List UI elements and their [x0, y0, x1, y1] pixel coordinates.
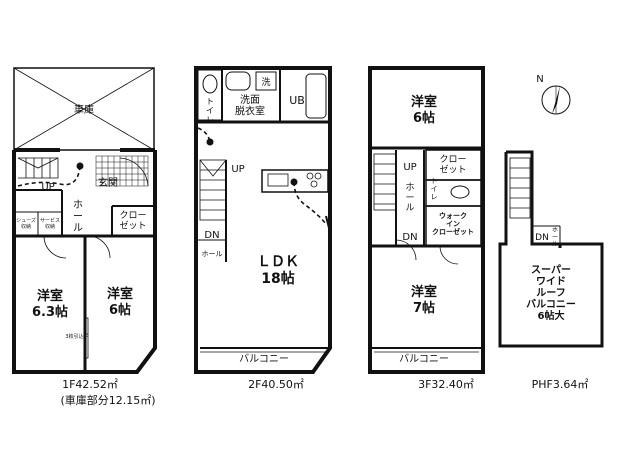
room1-1f-size: 6.3帖	[32, 304, 68, 320]
hall-label-1f-line: ー	[73, 212, 83, 223]
room2-3f-name: 洋室	[411, 284, 437, 300]
hall-label-3f-line: ー	[405, 193, 414, 203]
area-ph: PHF3.64㎡	[532, 378, 589, 391]
room1-1f-name: 洋室	[37, 288, 63, 304]
compass: N	[536, 74, 571, 115]
toilet-label-3f-line: イ	[431, 185, 438, 193]
area-1f-note: (車庫部分12.15㎡)	[60, 393, 155, 407]
floor-1f-walls	[12, 150, 157, 374]
hall-label-3f: ホール	[405, 182, 414, 214]
room2-3f-size: 7帖	[413, 300, 435, 316]
toilet-label-3f-line: ト	[431, 177, 438, 185]
walkin-label-line: ウォーク	[439, 211, 467, 220]
stairs-1f	[17, 157, 59, 179]
cabinet-label-1-line: 収納	[21, 223, 31, 230]
cabinet-label-1: シューズ収納	[16, 217, 36, 230]
closet-label-3f-line: ゼット	[439, 163, 466, 175]
room2-1f-size: 6帖	[109, 302, 131, 318]
stairs-2f	[199, 159, 227, 221]
area-1f: 1F42.52㎡	[62, 378, 118, 391]
ldk-size: 18帖	[261, 270, 294, 287]
hall-label-ph-line: ー	[552, 234, 558, 241]
closet-label-1f: クローゼット	[119, 210, 146, 231]
walkin-label-line: クローゼット	[432, 227, 474, 236]
roof-balcony-label-line: ルーフ	[536, 287, 565, 299]
hall-label-ph: ホール	[552, 227, 558, 248]
toilet-label-3f: トイレ	[431, 177, 438, 201]
floor-2f-labels: トイレ 洗 洗面脱衣室 UB UP DN ホール ＬＤＫ 18帖 バルコニー 2…	[202, 76, 305, 391]
closet-label-1f-line: ゼット	[119, 219, 146, 231]
cabinet-label-1-line: シューズ	[16, 217, 36, 224]
stairs-3f	[373, 153, 397, 211]
walkin-label-line: イン	[446, 220, 460, 228]
walkin-label: ウォークインクローゼット	[432, 211, 474, 236]
area-2f: 2F40.50㎡	[248, 378, 304, 391]
hall-label-1f: ホール	[73, 199, 83, 234]
cabinet-label-2-line: サービス	[40, 217, 60, 224]
washroom-label-line: 洗面	[240, 94, 260, 106]
roof-balcony-label-line: バルコニー	[526, 299, 576, 311]
closet-label-1f-line: クロー	[119, 210, 146, 221]
toilet-label-3f-line: レ	[431, 193, 438, 201]
hall-label-3f-line: ル	[405, 204, 414, 214]
dn-label-2f: DN	[204, 230, 219, 241]
floor-2f	[194, 66, 332, 374]
wash-mark: 洗	[261, 76, 270, 88]
floor-ph-walls	[498, 150, 604, 348]
up-label-1f: UP	[41, 182, 54, 193]
room2-1f-name: 洋室	[107, 286, 133, 302]
closet-label-3f-line: クロー	[439, 154, 466, 165]
roof-balcony-label-line: 6帖大	[538, 309, 565, 322]
entrance-tiles	[95, 155, 149, 187]
hall-label-ph-line: ル	[552, 241, 558, 248]
dn-label-ph: DN	[535, 233, 549, 243]
garage-area	[13, 67, 155, 151]
floor-1f	[12, 67, 157, 374]
door-note-1f: 3枚引込戸	[65, 333, 88, 340]
compass-label: N	[536, 74, 543, 85]
hall-label-3f-line: ホ	[405, 182, 414, 193]
entrance-label: 玄関	[98, 176, 118, 189]
washroom-label-line: 脱衣室	[235, 105, 265, 118]
hall-label-2f: ホール	[202, 250, 223, 258]
balcony-label-3f: バルコニー	[399, 353, 449, 365]
floor-2f-walls	[194, 66, 332, 374]
toilet-label-2f-line: レ	[206, 115, 214, 124]
cabinet-label-2: サービス収納	[40, 217, 60, 230]
room1-3f-size: 6帖	[413, 110, 435, 126]
hall-label-ph-line: ホ	[552, 227, 558, 234]
floor-ph	[498, 150, 604, 348]
floor-3f	[368, 66, 485, 374]
up-label-2f: UP	[231, 164, 244, 175]
roof-balcony-label-line: ワイド	[536, 276, 566, 288]
cabinet-label-2-line: 収納	[45, 223, 55, 230]
garage-label: 車庫	[74, 103, 94, 116]
up-label-3f: UP	[403, 162, 416, 173]
toilet-label-2f: トイレ	[206, 97, 214, 124]
floor-3f-labels: 洋室 6帖 クローゼット UP ホール トイレ ウォークインクローゼット DN …	[399, 94, 474, 391]
roof-balcony-label-line: スーパー	[531, 264, 571, 276]
area-3f: 3F32.40㎡	[418, 378, 474, 391]
room1-3f-name: 洋室	[411, 94, 437, 110]
floor-1f-labels: 車庫 UP 玄関 ホール クローゼット シューズ収納 サービス収納 洋室 6.3…	[16, 103, 155, 407]
washroom-label: 洗面脱衣室	[235, 94, 265, 118]
balcony-label-2f: バルコニー	[239, 353, 289, 365]
ub-label: UB	[289, 94, 305, 107]
dn-label-3f: DN	[402, 232, 417, 243]
hall-label-1f-line: ホ	[73, 199, 83, 211]
stairs-ph	[509, 157, 531, 219]
hall-label-1f-line: ル	[73, 223, 83, 234]
toilet-label-2f-line: イ	[206, 106, 214, 115]
floor-3f-walls	[368, 66, 485, 374]
ldk-name: ＬＤＫ	[257, 254, 299, 270]
closet-label-3f: クローゼット	[439, 154, 466, 175]
toilet-label-2f-line: ト	[206, 97, 214, 106]
